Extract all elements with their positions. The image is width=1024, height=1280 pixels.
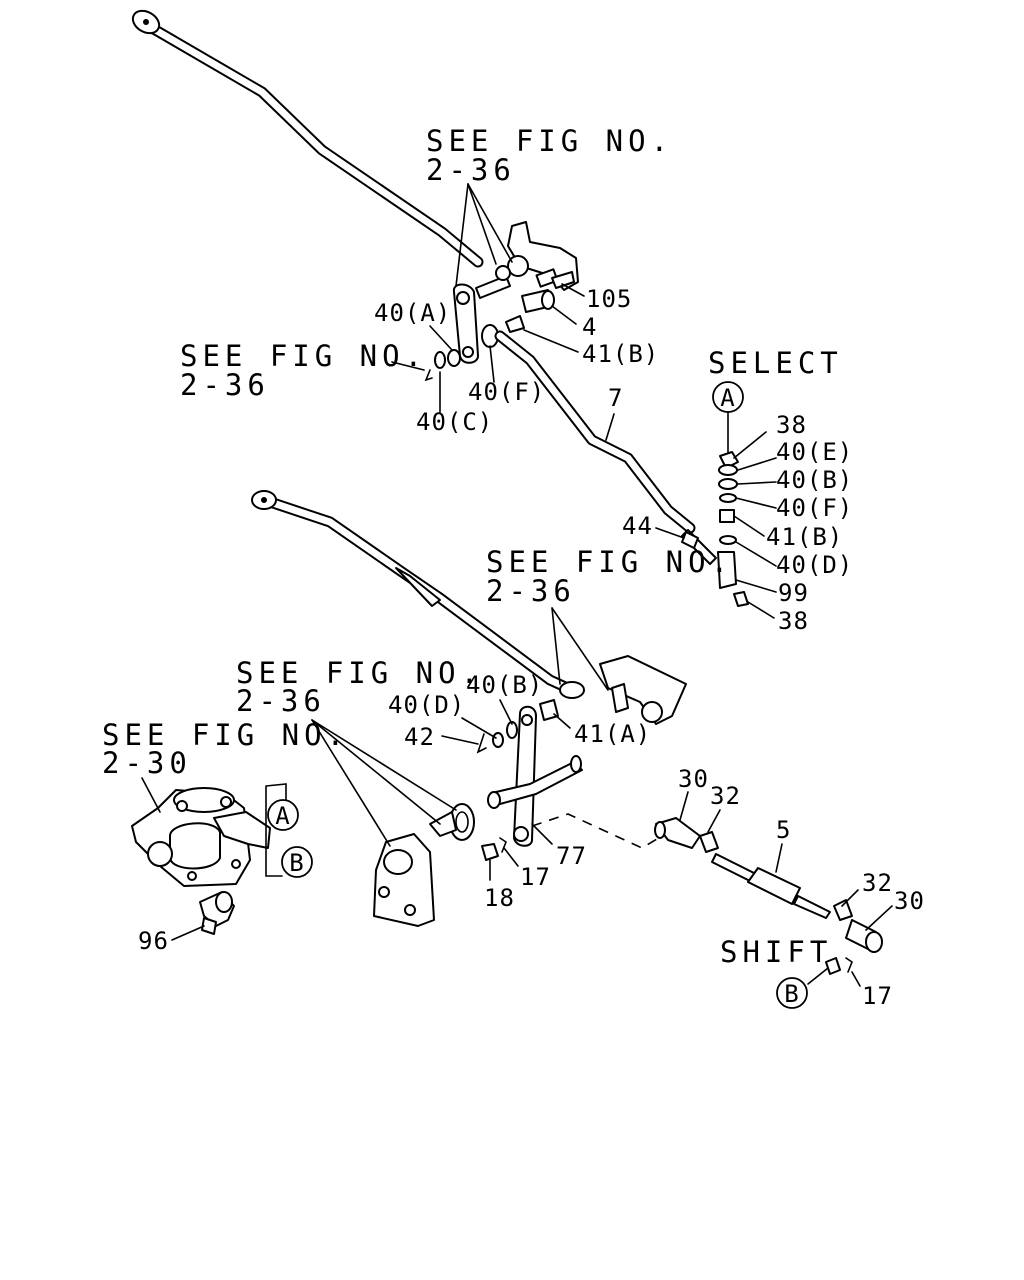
- see-fig-ref-mid-line1: SEE FIG NO.: [486, 545, 733, 579]
- svg-text:A: A: [275, 802, 290, 830]
- svg-text:A: A: [720, 384, 735, 412]
- label-40f-top: 40(F): [468, 378, 545, 406]
- see-fig-ref-mid-line2: 2-36: [486, 574, 576, 608]
- label-44: 44: [622, 512, 653, 540]
- nut-18: [481, 843, 499, 861]
- washers-40a-40c: [424, 349, 461, 382]
- marker-b-shift: B: [776, 977, 808, 1009]
- label-41b-select: 41(B): [766, 523, 843, 551]
- label-77: 77: [556, 842, 587, 870]
- label-40b-select: 40(B): [776, 466, 853, 494]
- label-32-left: 32: [710, 782, 741, 810]
- label-32-right: 32: [862, 869, 893, 897]
- svg-text:B: B: [289, 849, 304, 877]
- nut-44: [681, 531, 699, 549]
- shift-lever-77: [487, 705, 583, 847]
- see-fig-ref-top-line1: SEE FIG NO.: [426, 124, 673, 158]
- label-4: 4: [582, 313, 597, 341]
- label-40d-select: 40(D): [776, 551, 853, 579]
- select-heading: SELECT: [708, 346, 843, 380]
- lower-shift-rod: [251, 490, 585, 699]
- label-40f-select: 40(F): [776, 494, 853, 522]
- bush-41b-top: [505, 315, 525, 333]
- pin-4: [521, 289, 555, 313]
- see-fig-ref-housing-line2: 2-30: [102, 746, 192, 780]
- label-17-mid: 17: [520, 863, 551, 891]
- label-42: 42: [404, 723, 435, 751]
- washer-40d-mid: [492, 732, 504, 748]
- connection-line: [531, 813, 663, 849]
- part-labels: 105 4 40(A) 41(B) 40(F) 40(C) 7 38 40(E)…: [138, 285, 925, 1010]
- label-40d-mid: 40(D): [388, 691, 465, 719]
- see-fig-ref-lower-line2: 2-36: [236, 684, 326, 718]
- upper-bracket: [507, 221, 579, 291]
- label-5: 5: [776, 816, 791, 844]
- label-7: 7: [608, 384, 623, 412]
- shift-rod-5-assembly: [654, 817, 883, 953]
- label-17-shift: 17: [862, 982, 893, 1010]
- label-18: 18: [484, 884, 515, 912]
- bush-41a: [539, 699, 559, 721]
- label-105: 105: [586, 285, 632, 313]
- pin-17-shift: [845, 957, 853, 973]
- marker-a-left: A: [267, 799, 299, 831]
- middle-bracket: [599, 655, 687, 725]
- see-fig-ref-left-line1: SEE FIG NO.: [180, 339, 427, 373]
- pin-17-mid: [499, 837, 507, 853]
- label-40b-mid: 40(B): [466, 671, 543, 699]
- leader-lines: [141, 183, 893, 987]
- label-99: 99: [778, 579, 809, 607]
- select-rod-7: [494, 330, 717, 565]
- label-30-right: 30: [894, 887, 925, 915]
- label-41b-top: 41(B): [582, 340, 659, 368]
- marker-a-select: A: [712, 381, 744, 413]
- spring-assembly: [373, 803, 475, 927]
- svg-text:B: B: [784, 980, 799, 1008]
- label-38-bottom: 38: [778, 607, 809, 635]
- bracket-line-ab: [265, 783, 287, 877]
- shift-heading: SHIFT: [720, 935, 832, 969]
- marker-b-left: B: [281, 846, 313, 878]
- label-40a: 40(A): [374, 299, 451, 327]
- label-41a: 41(A): [574, 720, 651, 748]
- upper-select-rod: [131, 9, 484, 268]
- upper-select-lever: [452, 265, 511, 364]
- nut-b: [825, 957, 841, 975]
- socket-96: [199, 891, 235, 935]
- label-30-left: 30: [678, 765, 709, 793]
- see-fig-ref-housing-line1: SEE FIG NO.: [102, 718, 349, 752]
- washer-40b-mid: [506, 721, 518, 739]
- see-fig-ref-top-line2: 2-36: [426, 153, 516, 187]
- clip-42: [476, 733, 487, 754]
- see-fig-ref-left-line2: 2-36: [180, 368, 270, 402]
- select-parts-stack: [717, 451, 749, 607]
- label-40c: 40(C): [416, 408, 493, 436]
- label-96: 96: [138, 927, 169, 955]
- bolt-105: [535, 268, 575, 289]
- control-housing: [131, 787, 271, 887]
- label-38-top: 38: [776, 411, 807, 439]
- label-40e: 40(E): [776, 438, 853, 466]
- see-fig-ref-lower-line1: SEE FIG NO.: [236, 656, 483, 690]
